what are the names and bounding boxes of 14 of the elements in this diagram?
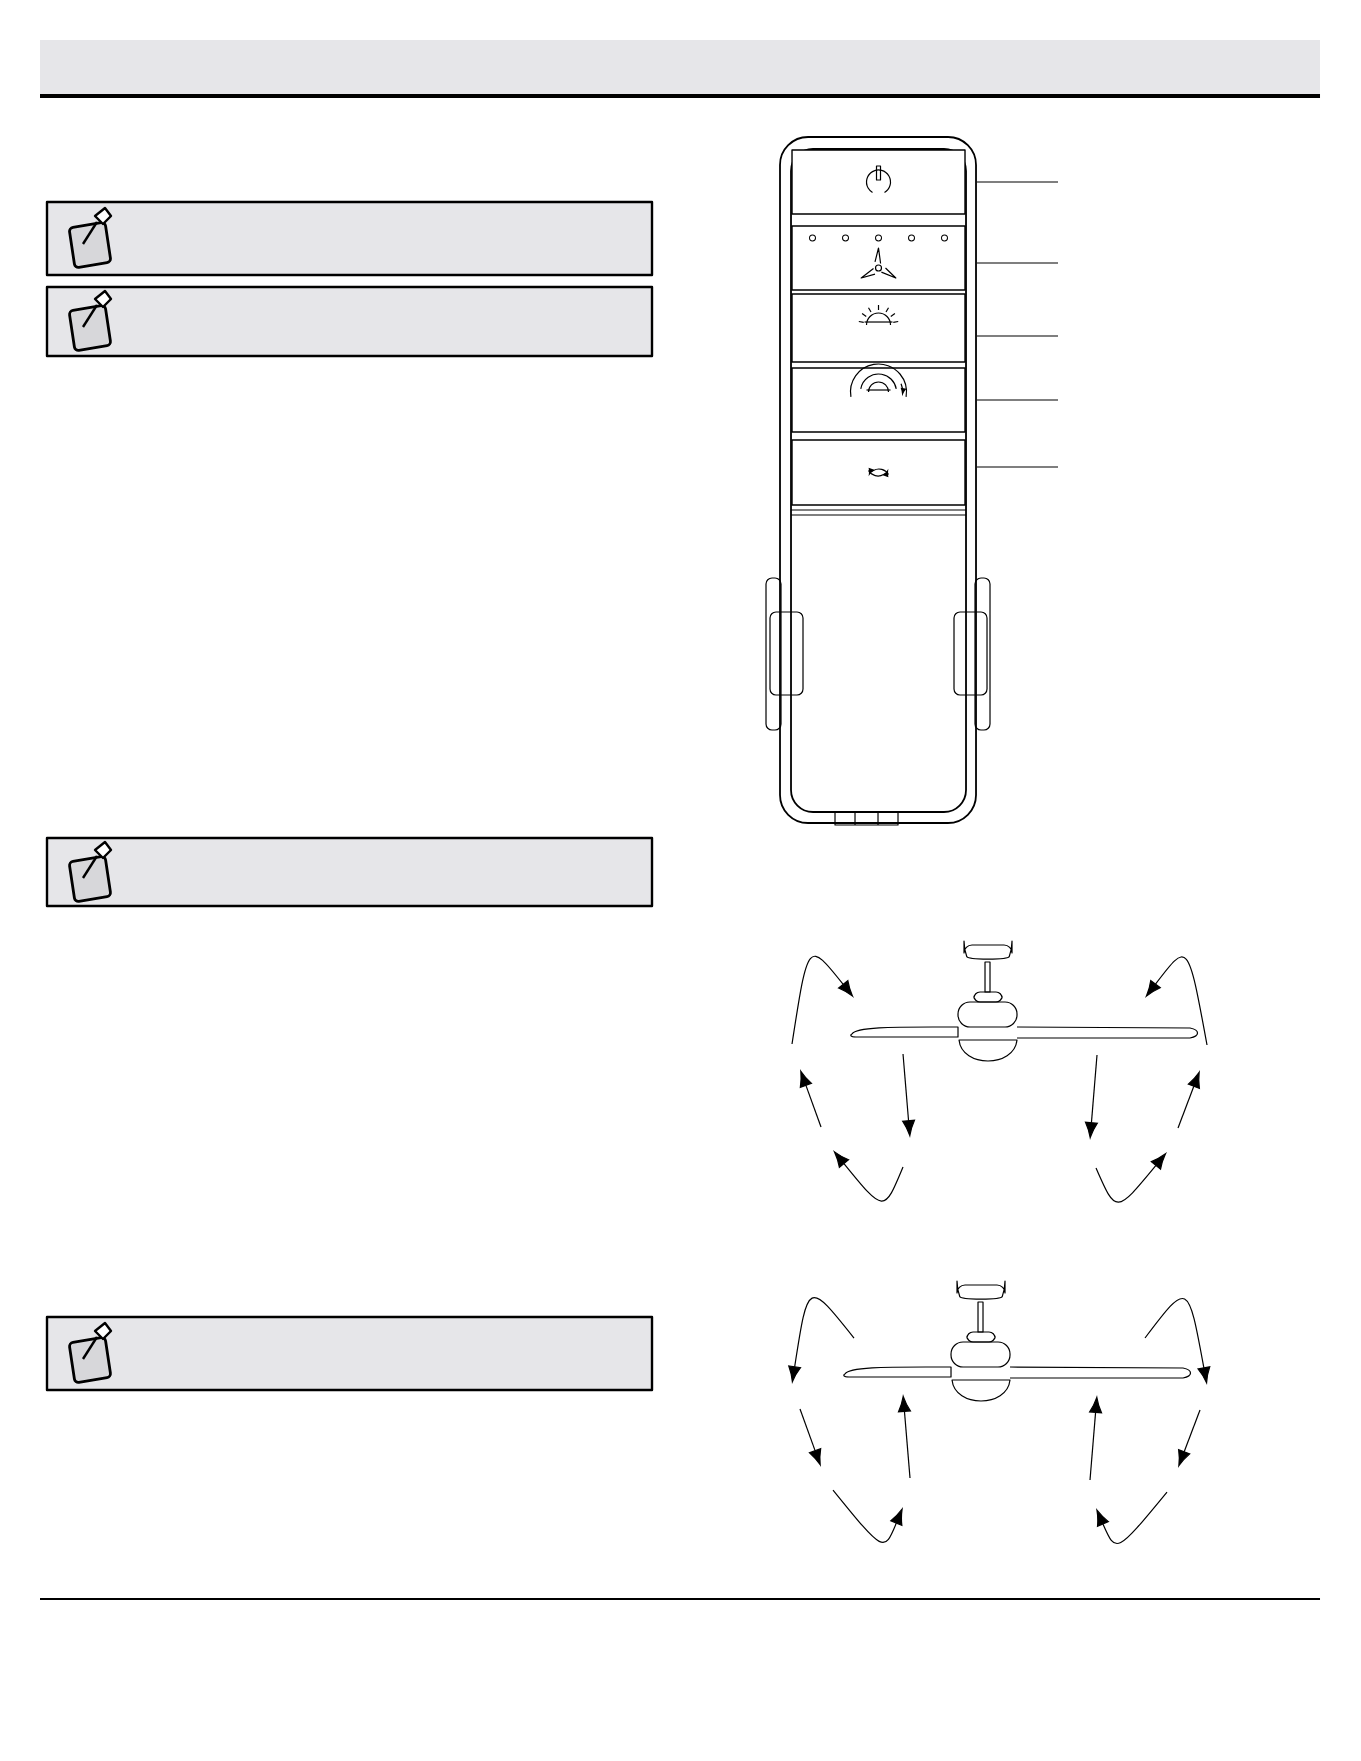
remote-button [791,225,966,291]
leader-line [976,335,1059,337]
note-box [45,836,654,908]
remote-button [791,149,966,215]
note-box [45,285,654,358]
remote-button [791,293,966,363]
note-box [45,200,654,277]
note-box [45,1315,654,1392]
leader-line [976,466,1059,468]
remote-button [791,439,966,506]
remote-button [791,367,966,433]
leader-line [976,181,1059,183]
leader-line [976,262,1059,264]
leader-line [976,399,1059,401]
